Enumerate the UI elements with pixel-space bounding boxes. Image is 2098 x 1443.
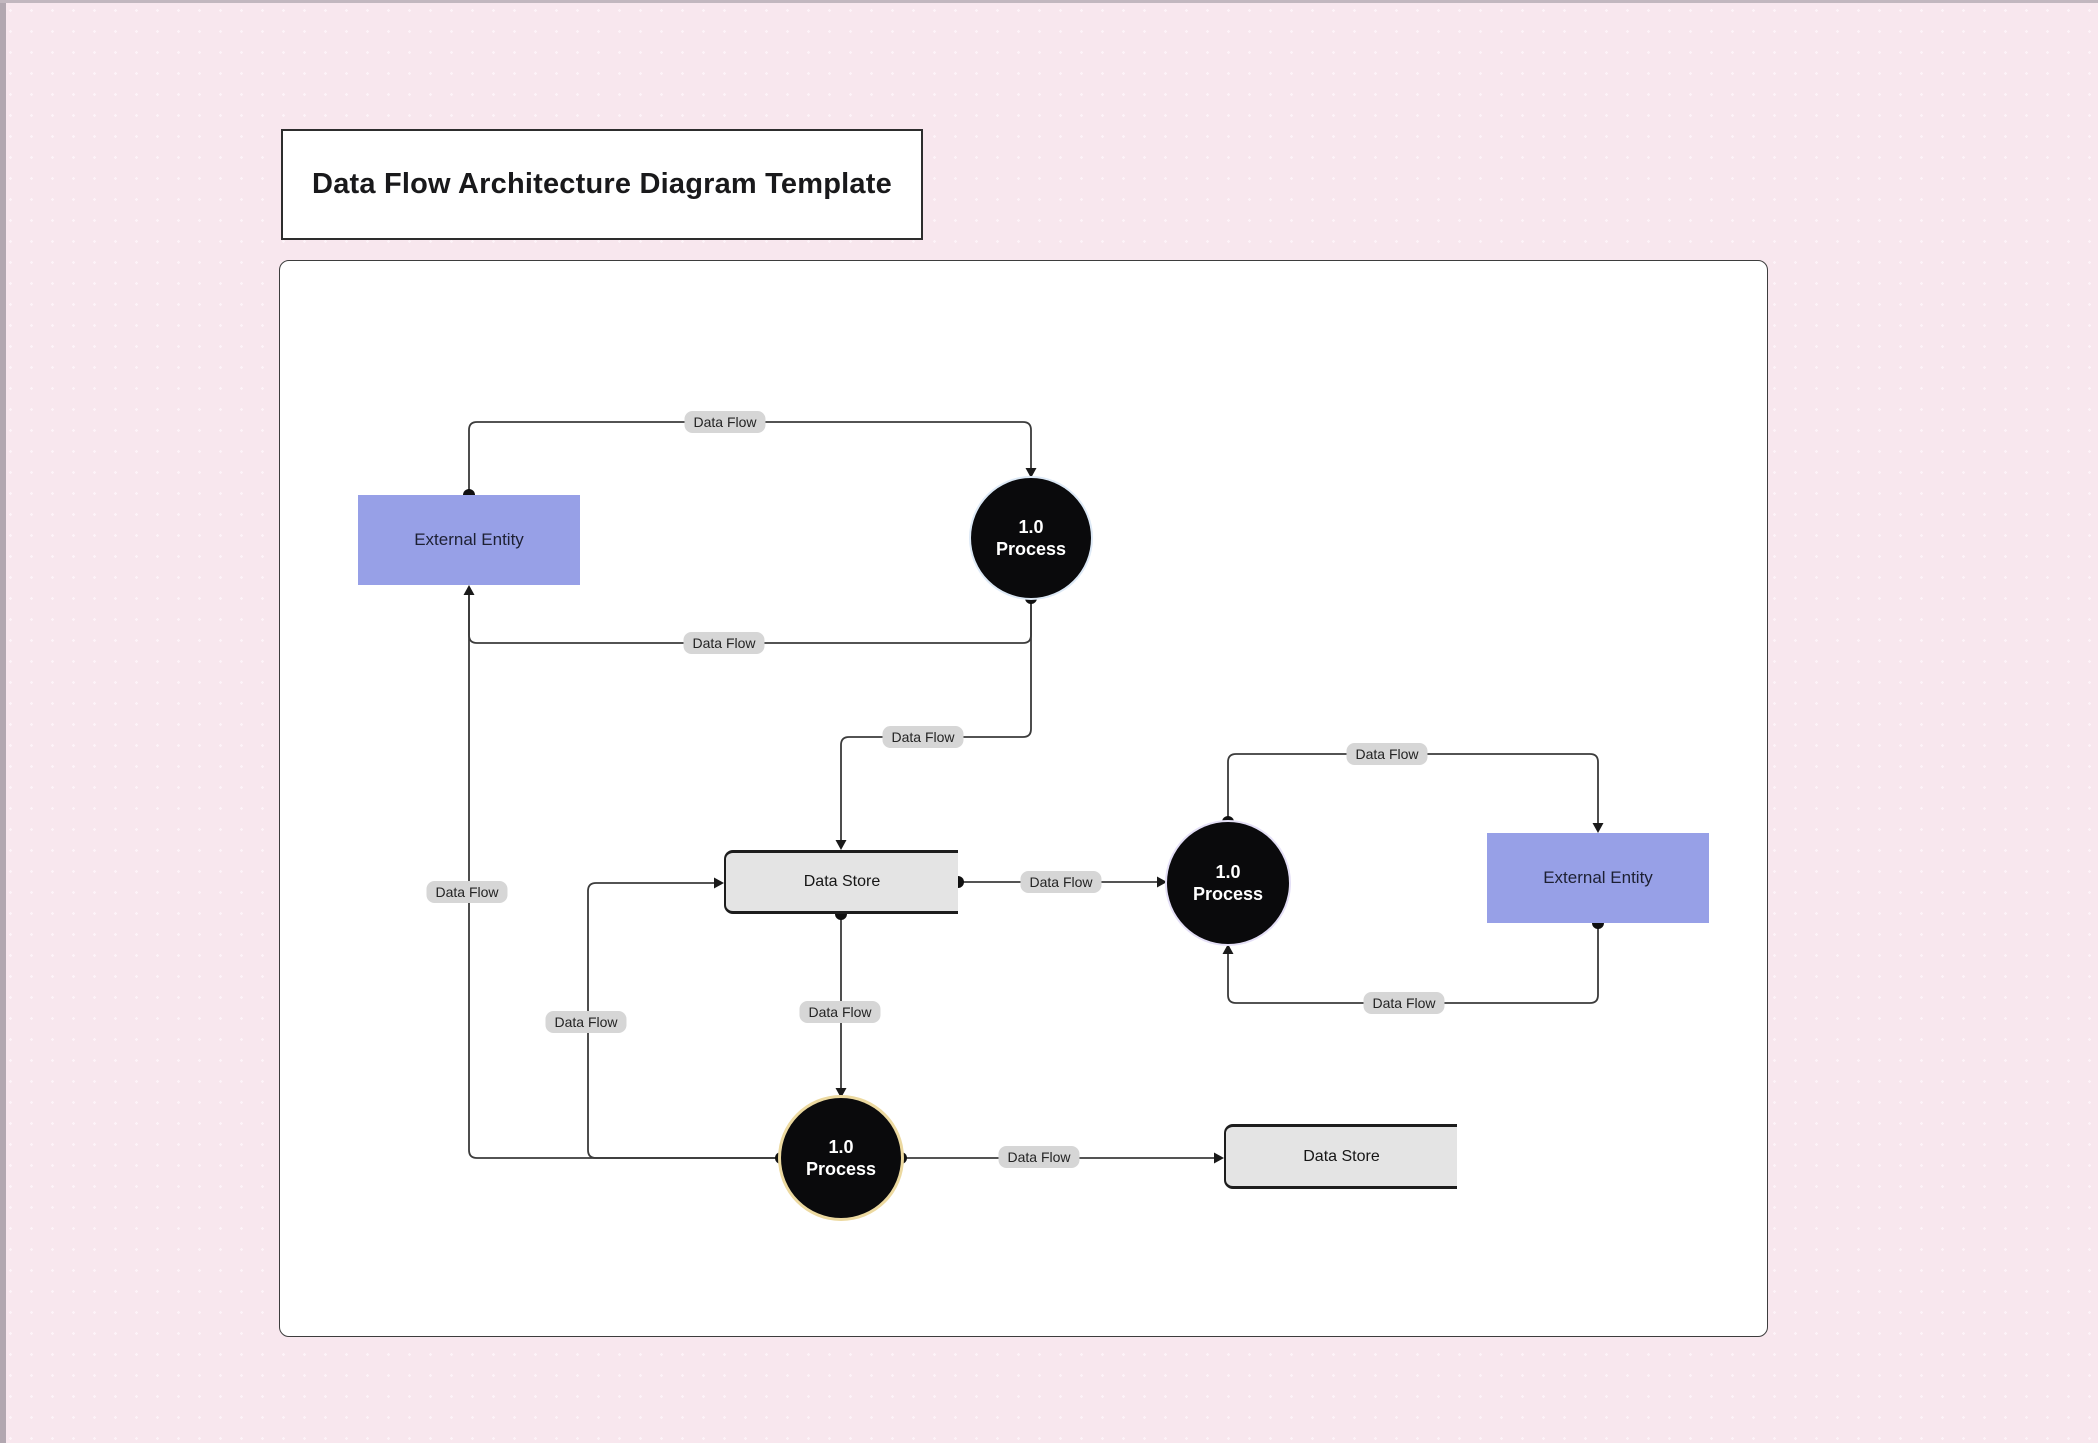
arrowhead-into-process-mid-left <box>1157 876 1167 888</box>
data-store-mid[interactable]: Data Store <box>724 850 958 914</box>
edge-label-process-bottom-to-data-store-bottom[interactable]: Data Flow <box>998 1146 1080 1168</box>
process-bottom-number: 1.0 <box>828 1136 854 1157</box>
edge-label-process-bottom-to-ee-top[interactable]: Data Flow <box>426 881 508 903</box>
process-top[interactable]: 1.0 Process <box>971 478 1091 598</box>
data-store-mid-label: Data Store <box>803 873 881 890</box>
edge-label-process-bottom-to-data-store-mid[interactable]: Data Flow <box>545 1011 627 1033</box>
diagram-title: Data Flow Architecture Diagram Template <box>312 168 892 200</box>
external-entity-right[interactable]: External Entity <box>1487 833 1709 923</box>
diagram-canvas: External Entity 1.0 Process Data Store 1… <box>279 260 1768 1337</box>
edge-label-process-mid-to-ee-right[interactable]: Data Flow <box>1346 743 1428 765</box>
edge-label-process-top-to-data-store-mid[interactable]: Data Flow <box>882 726 964 748</box>
arrowhead-into-process-mid-bottom <box>1222 944 1234 954</box>
edge-label-ee-top-to-process-top[interactable]: Data Flow <box>684 411 766 433</box>
external-entity-right-label: External Entity <box>1543 868 1653 887</box>
window-left-edge <box>0 0 6 1443</box>
process-top-number: 1.0 <box>1018 516 1044 537</box>
diagram-title-box: Data Flow Architecture Diagram Template <box>281 129 923 240</box>
edges-layer <box>463 421 1604 1164</box>
window-top-edge <box>0 0 2098 3</box>
arrowhead-into-process-bottom-top <box>835 1088 847 1098</box>
edge-ee-right-to-process-mid[interactable] <box>1227 923 1599 1004</box>
process-bottom[interactable]: 1.0 Process <box>781 1098 901 1218</box>
process-mid-number: 1.0 <box>1215 861 1241 882</box>
edge-label-process-top-to-ee-top[interactable]: Data Flow <box>683 632 765 654</box>
process-bottom-label: Process <box>805 1159 877 1179</box>
arrowhead-into-data-store-mid-top <box>835 840 847 850</box>
process-top-label: Process <box>995 539 1067 559</box>
arrowhead-into-ee-top-bottom <box>463 585 475 595</box>
edge-process-bottom-to-ee-top[interactable] <box>468 593 781 1159</box>
data-store-bottom-label: Data Store <box>1303 1147 1380 1165</box>
process-mid-label: Process <box>1192 884 1264 904</box>
arrowhead-into-process-top <box>1025 468 1037 478</box>
edge-label-data-store-mid-to-process-bottom[interactable]: Data Flow <box>799 1001 881 1023</box>
process-mid[interactable]: 1.0 Process <box>1167 822 1289 944</box>
arrowhead-into-data-store-bottom-left <box>1214 1152 1224 1164</box>
edge-label-ee-right-to-process-mid[interactable]: Data Flow <box>1363 992 1445 1014</box>
arrowhead-into-ee-right-top <box>1592 823 1604 833</box>
arrowhead-into-data-store-mid-left <box>714 877 724 889</box>
external-entity-top[interactable]: External Entity <box>358 495 580 585</box>
external-entity-top-label: External Entity <box>414 530 524 549</box>
data-store-bottom[interactable]: Data Store <box>1224 1124 1457 1189</box>
edge-label-data-store-mid-to-process-mid[interactable]: Data Flow <box>1020 871 1102 893</box>
edge-process-top-to-data-store-mid[interactable] <box>840 598 1032 842</box>
